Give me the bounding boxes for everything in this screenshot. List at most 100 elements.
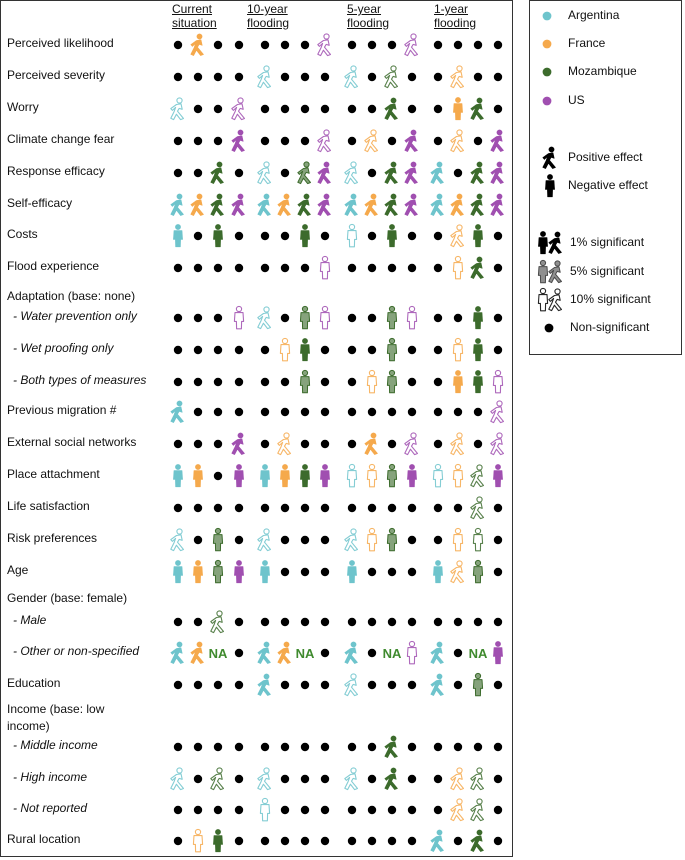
legend-significance-label: Non-significant bbox=[570, 320, 650, 334]
cell-france-nonsig-dot bbox=[280, 680, 290, 690]
cell-argentina-nonsig-dot bbox=[433, 439, 443, 449]
cell-argentina-negative-icon bbox=[173, 560, 183, 584]
cell-argentina-negative-icon bbox=[173, 224, 183, 248]
cell-argentina-nonsig-dot bbox=[347, 104, 357, 114]
row-group-label: Adaptation (base: none) bbox=[7, 289, 136, 303]
cell-us-positive-icon bbox=[404, 161, 418, 184]
cell-argentina-positive-icon bbox=[344, 528, 359, 552]
cell-france-positive-icon bbox=[450, 767, 465, 791]
cell-france-nonsig-dot bbox=[193, 503, 203, 513]
cell-us-nonsig-dot bbox=[234, 680, 244, 690]
row-label: Life satisfaction bbox=[7, 499, 90, 513]
cell-us-nonsig-dot bbox=[493, 313, 503, 323]
cell-france-nonsig-dot bbox=[453, 407, 463, 417]
cell-france-positive-icon bbox=[364, 193, 378, 216]
cell-argentina-positive-icon bbox=[170, 193, 184, 216]
cell-argentina-nonsig-dot bbox=[260, 439, 270, 449]
cell-us-nonsig-dot bbox=[320, 72, 330, 82]
cell-us-nonsig-dot bbox=[320, 836, 330, 846]
cell-france-nonsig-dot bbox=[193, 136, 203, 146]
cell-france-nonsig-dot bbox=[193, 313, 203, 323]
cell-us-nonsig-dot bbox=[493, 567, 503, 577]
cell-france-nonsig-dot bbox=[193, 774, 203, 784]
cell-us-nonsig-dot bbox=[320, 648, 330, 658]
cell-us-nonsig-dot bbox=[234, 345, 244, 355]
cell-argentina-nonsig-dot bbox=[347, 805, 357, 815]
cell-argentina-nonsig-dot bbox=[433, 231, 443, 241]
cell-argentina-positive-icon bbox=[170, 641, 184, 664]
legend-significance-label: 1% significant bbox=[570, 235, 645, 249]
cell-argentina-positive-icon bbox=[170, 400, 184, 423]
legend-label-france: France bbox=[568, 36, 606, 50]
cell-argentina-nonsig-dot bbox=[173, 439, 183, 449]
cell-mozambique-negative-icon bbox=[300, 338, 310, 362]
cell-france-positive-icon bbox=[364, 129, 379, 153]
cell-mozambique-positive-icon bbox=[384, 767, 398, 790]
cell-mozambique-positive-icon bbox=[470, 464, 485, 488]
cell-mozambique-nonsig-dot bbox=[300, 136, 310, 146]
negative-effect-icon bbox=[545, 174, 555, 198]
cell-france-nonsig-dot bbox=[280, 136, 290, 146]
row-label: Response efficacy bbox=[7, 164, 105, 178]
cell-us-nonsig-dot bbox=[234, 805, 244, 815]
cell-argentina-positive-icon bbox=[430, 193, 444, 216]
cell-argentina-nonsig-dot bbox=[173, 136, 183, 146]
cell-mozambique-nonsig-dot bbox=[300, 439, 310, 449]
legend-s5-positive-icon bbox=[548, 260, 562, 284]
row-label: Self-efficacy bbox=[7, 196, 73, 210]
cell-argentina-nonsig-dot bbox=[433, 313, 443, 323]
cell-us-negative-icon bbox=[234, 560, 244, 584]
cell-us-nonsig-dot bbox=[234, 836, 244, 846]
cell-us-nonsig-dot bbox=[407, 836, 417, 846]
cell-argentina-nonsig-dot bbox=[433, 535, 443, 545]
cell-us-nonsig-dot bbox=[407, 680, 417, 690]
cell-france-nonsig-dot bbox=[193, 104, 203, 114]
cell-mozambique-positive-icon bbox=[384, 97, 398, 120]
row-label: Perceived severity bbox=[7, 68, 106, 82]
legend-dot-france bbox=[542, 39, 552, 49]
cell-argentina-negative-icon bbox=[173, 464, 183, 488]
cell-mozambique-nonsig-dot bbox=[300, 104, 310, 114]
cell-mozambique-negative-icon bbox=[299, 305, 311, 330]
cell-mozambique-nonsig-dot bbox=[473, 40, 483, 50]
cell-us-nonsig-dot bbox=[407, 104, 417, 114]
cell-france-nonsig-dot bbox=[367, 72, 377, 82]
cell-argentina-nonsig-dot bbox=[260, 263, 270, 273]
cell-argentina-nonsig-dot bbox=[347, 617, 357, 627]
cell-argentina-nonsig-dot bbox=[260, 104, 270, 114]
cell-argentina-nonsig-dot bbox=[173, 836, 183, 846]
cell-mozambique-positive-icon bbox=[384, 65, 399, 89]
cell-argentina-nonsig-dot bbox=[347, 503, 357, 513]
cell-france-negative-icon bbox=[453, 370, 463, 394]
cell-us-nonsig-dot bbox=[234, 231, 244, 241]
cell-france-nonsig-dot bbox=[280, 263, 290, 273]
cell-argentina-nonsig-dot bbox=[433, 617, 443, 627]
cell-mozambique-nonsig-dot bbox=[473, 439, 483, 449]
cell-france-nonsig-dot bbox=[280, 231, 290, 241]
cell-us-positive-icon bbox=[231, 193, 245, 216]
cell-france-negative-icon bbox=[452, 337, 464, 362]
cell-mozambique-negative-icon bbox=[472, 527, 484, 552]
cell-us-nonsig-dot bbox=[493, 774, 503, 784]
cell-mozambique-nonsig-dot bbox=[213, 313, 223, 323]
cell-us-negative-icon bbox=[493, 641, 503, 665]
cell-us-negative-icon bbox=[319, 255, 331, 280]
cell-mozambique-nonsig-dot bbox=[213, 72, 223, 82]
cell-mozambique-nonsig-dot bbox=[213, 680, 223, 690]
cell-argentina-negative-icon bbox=[347, 560, 357, 584]
cell-france-nonsig-dot bbox=[453, 503, 463, 513]
cell-argentina-positive-icon bbox=[257, 161, 272, 185]
cell-argentina-nonsig-dot bbox=[347, 313, 357, 323]
cell-us-nonsig-dot bbox=[407, 567, 417, 577]
row-label: External social networks bbox=[7, 435, 137, 449]
cell-mozambique-nonsig-dot bbox=[213, 439, 223, 449]
cell-mozambique-nonsig-dot bbox=[213, 805, 223, 815]
cell-france-nonsig-dot bbox=[453, 313, 463, 323]
cell-mozambique-na: NA bbox=[296, 646, 315, 661]
cell-france-nonsig-dot bbox=[193, 72, 203, 82]
cell-france-nonsig-dot bbox=[453, 40, 463, 50]
cell-mozambique-nonsig-dot bbox=[387, 805, 397, 815]
cell-mozambique-nonsig-dot bbox=[300, 72, 310, 82]
cell-argentina-nonsig-dot bbox=[347, 407, 357, 417]
cell-argentina-nonsig-dot bbox=[433, 104, 443, 114]
